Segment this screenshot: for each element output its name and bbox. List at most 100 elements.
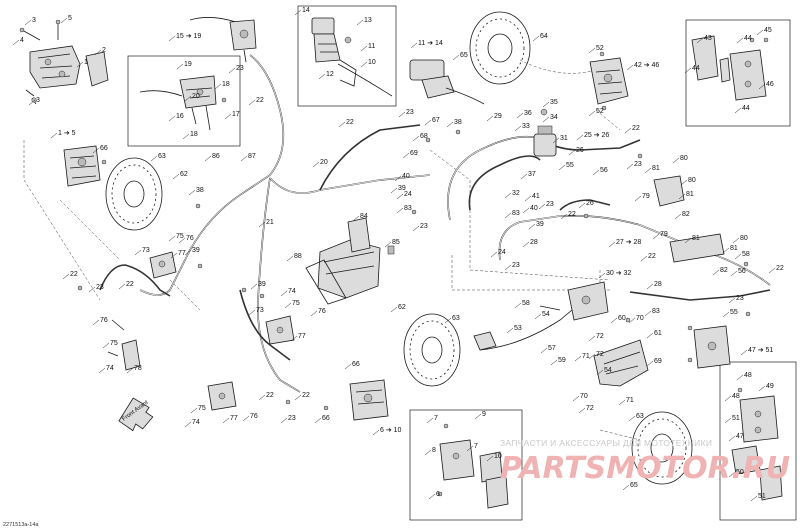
leader-c-23d [538,203,546,210]
callout-c-3b: 3 [36,97,40,104]
leader-c-74a [98,367,106,374]
callout-c-27to28: 27 ➔ 28 [616,239,641,246]
bracket-bottom-left [207,381,237,411]
leader-c-22b [338,121,346,128]
leader-c-23h [412,225,420,232]
leader-c-60 [610,317,618,324]
callout-c-40a: 40 [530,205,538,212]
leader-c-70a [628,317,636,324]
callout-c-32: 32 [512,190,520,197]
callout-c-77a: 77 [178,250,186,257]
brake-pedal [473,281,609,351]
leader-c-5a [60,17,68,24]
leader-c-8 [424,449,432,456]
leader-c-87 [240,155,248,162]
callout-c-43: 43 [704,35,712,42]
callout-c-79a: 79 [642,193,650,200]
leader-c-58a [734,253,742,260]
callout-c-49: 49 [766,383,774,390]
callout-c-25to26: 25 ➔ 26 [584,132,609,139]
leader-c-12 [318,73,326,80]
leader-c-18a [214,83,222,90]
leader-c-76b [92,319,100,326]
leader-c-22g [62,273,70,280]
caliper-rear-center [349,379,389,421]
callout-c-22b: 22 [346,119,354,126]
leader-c-7b [466,445,474,452]
callout-c-75a: 75 [176,233,184,240]
callout-c-67: 67 [432,117,440,124]
callout-c-59: 59 [558,357,566,364]
inset-box-master-cylinder-right [297,5,397,107]
callout-c-66b: 66 [352,361,360,368]
callout-c-51b: 51 [758,493,766,500]
callout-c-65a: 65 [460,52,468,59]
brake-rotor-top [469,11,531,85]
callout-c-81c: 81 [692,235,700,242]
callout-c-84: 84 [360,213,368,220]
leader-c-81b [678,193,686,200]
leader-c-56b [730,270,738,277]
callout-leaders [12,9,776,502]
callout-c-80c: 80 [740,235,748,242]
caliper-top-left [19,19,109,105]
leader-c-4a [12,39,20,46]
callout-c-62a: 62 [180,171,188,178]
leader-c-84 [352,215,360,222]
callout-c-10b: 10 [494,453,502,460]
brake-rotor-front-left [105,157,163,231]
callout-c-83b: 83 [652,308,660,315]
caliper-front-left [63,145,107,187]
callout-c-39a: 39 [536,221,544,228]
lever-left [139,75,227,131]
callout-c-58a: 58 [742,251,750,258]
caliper-kit-front-parts [437,423,509,509]
leader-c-81d [722,247,730,254]
abs-module-center [305,217,395,305]
leader-c-39a [528,223,536,230]
leader-c-40b [394,175,402,182]
leader-c-42to46 [626,64,634,71]
leader-c-57 [540,347,548,354]
callout-c-13: 13 [364,17,372,24]
callout-c-51: 51 [732,415,740,422]
callout-c-20b: 20 [320,159,328,166]
callout-c-52b: 52 [596,108,604,115]
leader-c-14 [294,9,302,16]
leader-c-36 [516,112,524,119]
leader-c-74c [184,421,192,428]
callout-c-88: 88 [294,253,302,260]
leader-c-59 [550,359,558,366]
callout-c-15to19: 15 ➔ 19 [176,33,201,40]
callout-c-23g: 23 [96,284,104,291]
leader-c-1a [76,61,84,68]
callout-c-23e: 23 [512,262,520,269]
callout-c-73a: 73 [142,247,150,254]
leader-c-79b [652,233,660,240]
callout-c-45: 45 [764,27,772,34]
leader-c-24 [490,251,498,258]
callout-c-46: 46 [766,81,774,88]
leader-c-88 [286,255,294,262]
callout-c-82b: 82 [720,267,728,274]
callout-c-72a: 72 [596,333,604,340]
leader-c-26b [578,202,586,209]
leader-c-27to28 [608,241,616,248]
callout-c-39b: 39 [192,247,200,254]
leader-c-56 [592,169,600,176]
leader-c-63c [628,415,636,422]
leader-c-77a [170,252,178,259]
leader-c-77b [290,335,298,342]
leader-c-16 [168,115,176,122]
callout-c-47: 47 [736,433,744,440]
leader-c-55a [558,164,566,171]
caliper-top-right [589,51,629,111]
leader-c-76c [310,310,318,317]
callout-c-39d: 39 [258,281,266,288]
leader-c-38a [446,121,454,128]
leader-c-33 [514,125,522,132]
leader-c-34 [542,116,550,123]
leader-c-39c [390,187,398,194]
